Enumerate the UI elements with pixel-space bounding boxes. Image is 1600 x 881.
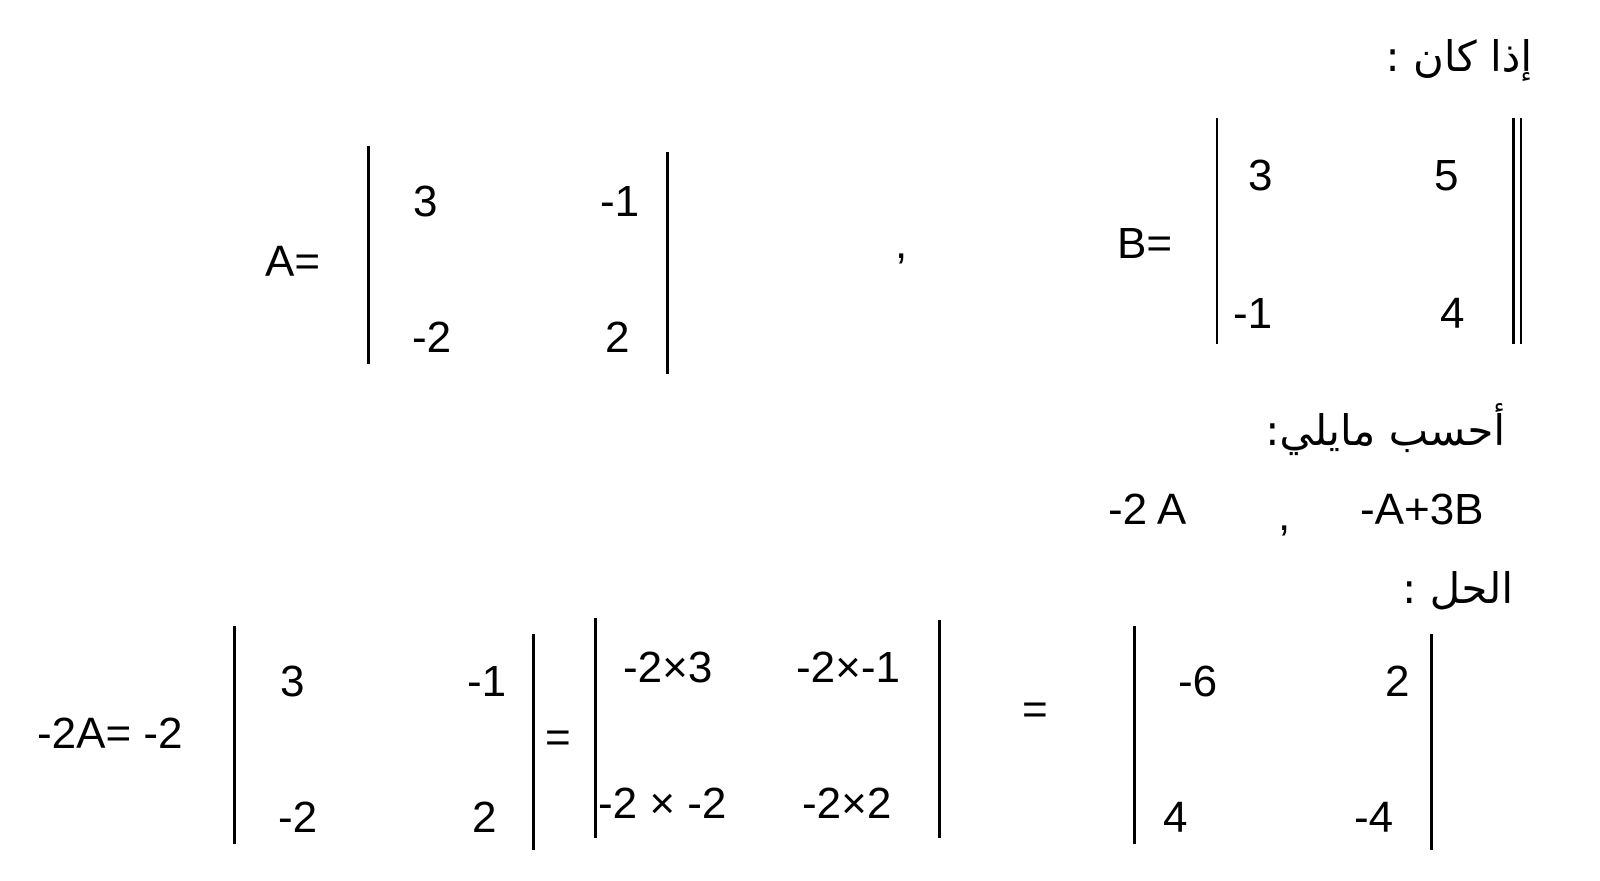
solution-matrix2-cell-12: -2×-1: [796, 643, 900, 692]
solution-label: الحل :: [1402, 564, 1513, 613]
matrix-b-cell-11: 3: [1248, 151, 1273, 200]
solution-matrix1-right-bar: [532, 634, 535, 850]
task-comma: ,: [1278, 491, 1291, 540]
solution-matrix3-cell-12: 2: [1385, 657, 1410, 706]
matrix-a-label: A=: [265, 237, 321, 286]
solution-lhs: -2A= -2: [37, 709, 183, 758]
matrix-b-left-bar: [1216, 118, 1218, 344]
task-prompt: أحسب مايلي:: [1265, 406, 1505, 455]
solution-equals-1: =: [545, 713, 571, 762]
solution-equals-2: =: [1022, 685, 1048, 734]
matrix-a-right-bar: [666, 152, 669, 374]
matrix-b-cell-22: 4: [1440, 289, 1465, 338]
matrix-b-cell-21: -1: [1233, 289, 1273, 338]
matrix-b-cell-12: 5: [1434, 151, 1459, 200]
matrix-a-cell-12: -1: [600, 177, 640, 226]
solution-matrix2-cell-21: -2 × -2: [598, 779, 727, 828]
solution-matrix3-cell-11: -6: [1178, 657, 1218, 706]
solution-matrix2-cell-22: -2×2: [802, 779, 892, 828]
task-first: -2 A: [1108, 485, 1187, 534]
solution-matrix2-left-bar: [594, 618, 597, 838]
matrix-a-cell-22: 2: [605, 313, 630, 362]
task-second: -A+3B: [1360, 485, 1484, 534]
matrix-b-label: B=: [1117, 219, 1173, 268]
matrix-a-cell-11: 3: [413, 177, 438, 226]
solution-matrix3-right-bar: [1430, 634, 1433, 850]
matrix-a-left-bar: [367, 146, 370, 364]
heading-if: إذا كان :: [1385, 32, 1532, 81]
solution-matrix1-cell-21: -2: [278, 793, 318, 842]
solution-matrix1-cell-12: -1: [467, 657, 507, 706]
solution-matrix3-cell-22: -4: [1354, 793, 1394, 842]
solution-matrix2-cell-11: -2×3: [623, 643, 713, 692]
matrix-a-cell-21: -2: [412, 313, 452, 362]
solution-matrix3-cell-21: 4: [1163, 793, 1188, 842]
solution-matrix3-left-bar: [1133, 626, 1136, 844]
solution-matrix1-cell-22: 2: [472, 793, 497, 842]
solution-matrix1-cell-11: 3: [280, 657, 305, 706]
matrix-b-right-bar-1: [1512, 118, 1515, 344]
matrix-b-right-bar-2: [1520, 118, 1522, 344]
solution-matrix1-left-bar: [233, 626, 236, 844]
solution-matrix2-right-bar: [938, 620, 941, 838]
matrix-separator-comma: ,: [895, 219, 908, 268]
